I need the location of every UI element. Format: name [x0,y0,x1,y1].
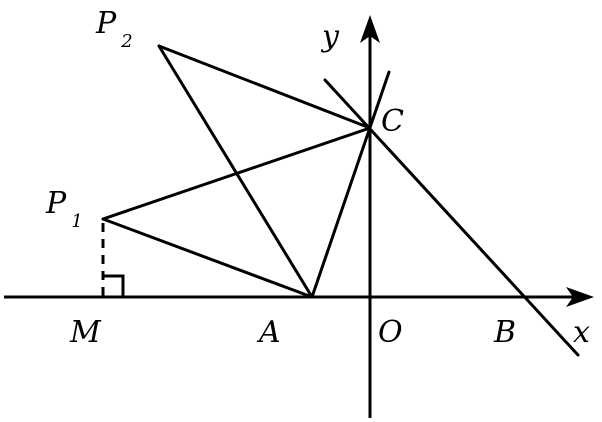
right-angle-mark [101,274,125,299]
label-m: M [69,315,102,350]
line-ac [310,70,391,299]
label-b: B [493,315,516,350]
segment-p2-a [157,44,314,299]
label-p2: P2 [95,6,133,52]
label-y: y [320,19,340,54]
line-cb [323,78,580,357]
y-axis-arrow [360,15,380,43]
label-c: C [381,104,404,139]
segment-p1-a [101,217,314,299]
x-axis-arrow [566,287,594,307]
label-p1: P1 [45,186,83,232]
label-o: O [378,315,403,350]
label-a: A [256,315,281,350]
segment-p2-c [157,44,372,130]
label-x: x [573,315,590,350]
segment-p1-c [101,126,372,221]
